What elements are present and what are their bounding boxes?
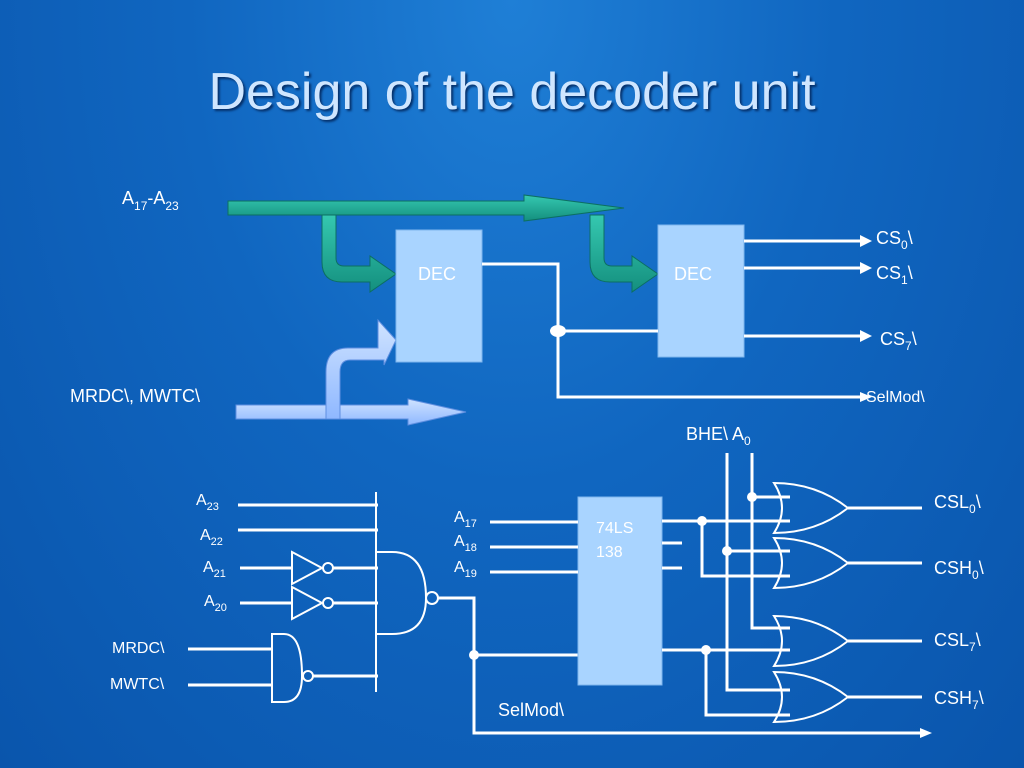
- csl7-label: CSL7\: [934, 630, 981, 654]
- nand-output-wire: [438, 596, 922, 735]
- decoder-block-1: [395, 229, 483, 363]
- nand-gate: [376, 551, 428, 635]
- or-gate-csl0: [772, 481, 850, 535]
- cs1-label: CS1\: [876, 263, 913, 287]
- control-gate-bubble: [302, 670, 314, 682]
- cs7-label: CS7\: [880, 329, 917, 353]
- a23-label: A23: [196, 492, 219, 513]
- a19-label: A19: [454, 559, 477, 580]
- bottom-selmod-arrowhead: [920, 728, 932, 738]
- bottom-selmod-label: SelMod\: [498, 700, 564, 720]
- mwtc-label: MWTC\: [110, 676, 165, 693]
- decoder-block-1-label: DEC: [418, 264, 456, 284]
- decoder-block-2-label: DEC: [674, 264, 712, 284]
- cs7-arrowhead: [860, 330, 872, 342]
- address-branch-arrow-dec1: [321, 214, 397, 293]
- address-branch-arrow-dec2: [589, 214, 659, 293]
- inverter-a21-bubble: [322, 562, 334, 574]
- junction-dot: [469, 650, 479, 660]
- control-input-label: MRDC\, MWTC\: [70, 386, 200, 406]
- or-gate-csl7: [772, 614, 850, 668]
- cs0-arrowhead: [860, 235, 872, 247]
- mrdc-label: MRDC\: [112, 640, 165, 657]
- a20-label: A20: [204, 593, 227, 614]
- control-bus-arrow: [235, 398, 467, 426]
- bhe-wire: [725, 453, 790, 692]
- junction-dot: [550, 325, 566, 337]
- a18-label: A18: [454, 533, 477, 554]
- y0-to-or2: [700, 521, 790, 578]
- junction-dot: [722, 546, 732, 556]
- decoder-block-2: [657, 224, 745, 358]
- nand-gate-bubble: [425, 591, 439, 605]
- address-bus-arrow: [227, 194, 625, 222]
- a17-label: A17: [454, 509, 477, 530]
- a22-label: A22: [200, 527, 223, 548]
- bhe-a0-label: BHE\ A0: [686, 424, 751, 448]
- csh7-label: CSH7\: [934, 688, 984, 712]
- junction-dot: [697, 516, 707, 526]
- chip-label-line1: 74LS: [596, 520, 633, 537]
- cs1-arrowhead: [860, 262, 872, 274]
- a21-label: A21: [203, 559, 226, 580]
- cs0-label: CS0\: [876, 228, 913, 252]
- or-gate-csh7: [772, 670, 850, 724]
- chip-label-line2: 138: [596, 544, 623, 561]
- top-selmod-label: SelMod\: [866, 389, 925, 406]
- a0-wire: [750, 453, 790, 630]
- inverter-a20: [291, 585, 325, 621]
- or-gate-csh0: [772, 536, 850, 590]
- selmod-arrowhead: [860, 392, 872, 402]
- junction-dot: [701, 645, 711, 655]
- address-input-label: A17-A23: [122, 188, 179, 213]
- slide-title: Design of the decoder unit: [208, 63, 816, 121]
- csh0-label: CSH0\: [934, 558, 984, 582]
- csl0-label: CSL0\: [934, 492, 981, 516]
- decoder-chip-74ls138: [577, 496, 663, 686]
- junction-dot: [747, 492, 757, 502]
- control-gate: [271, 633, 304, 703]
- inverter-a20-bubble: [322, 597, 334, 609]
- control-branch-arrow: [325, 318, 397, 420]
- inverter-a21: [291, 550, 325, 586]
- y7-to-or4: [704, 650, 790, 717]
